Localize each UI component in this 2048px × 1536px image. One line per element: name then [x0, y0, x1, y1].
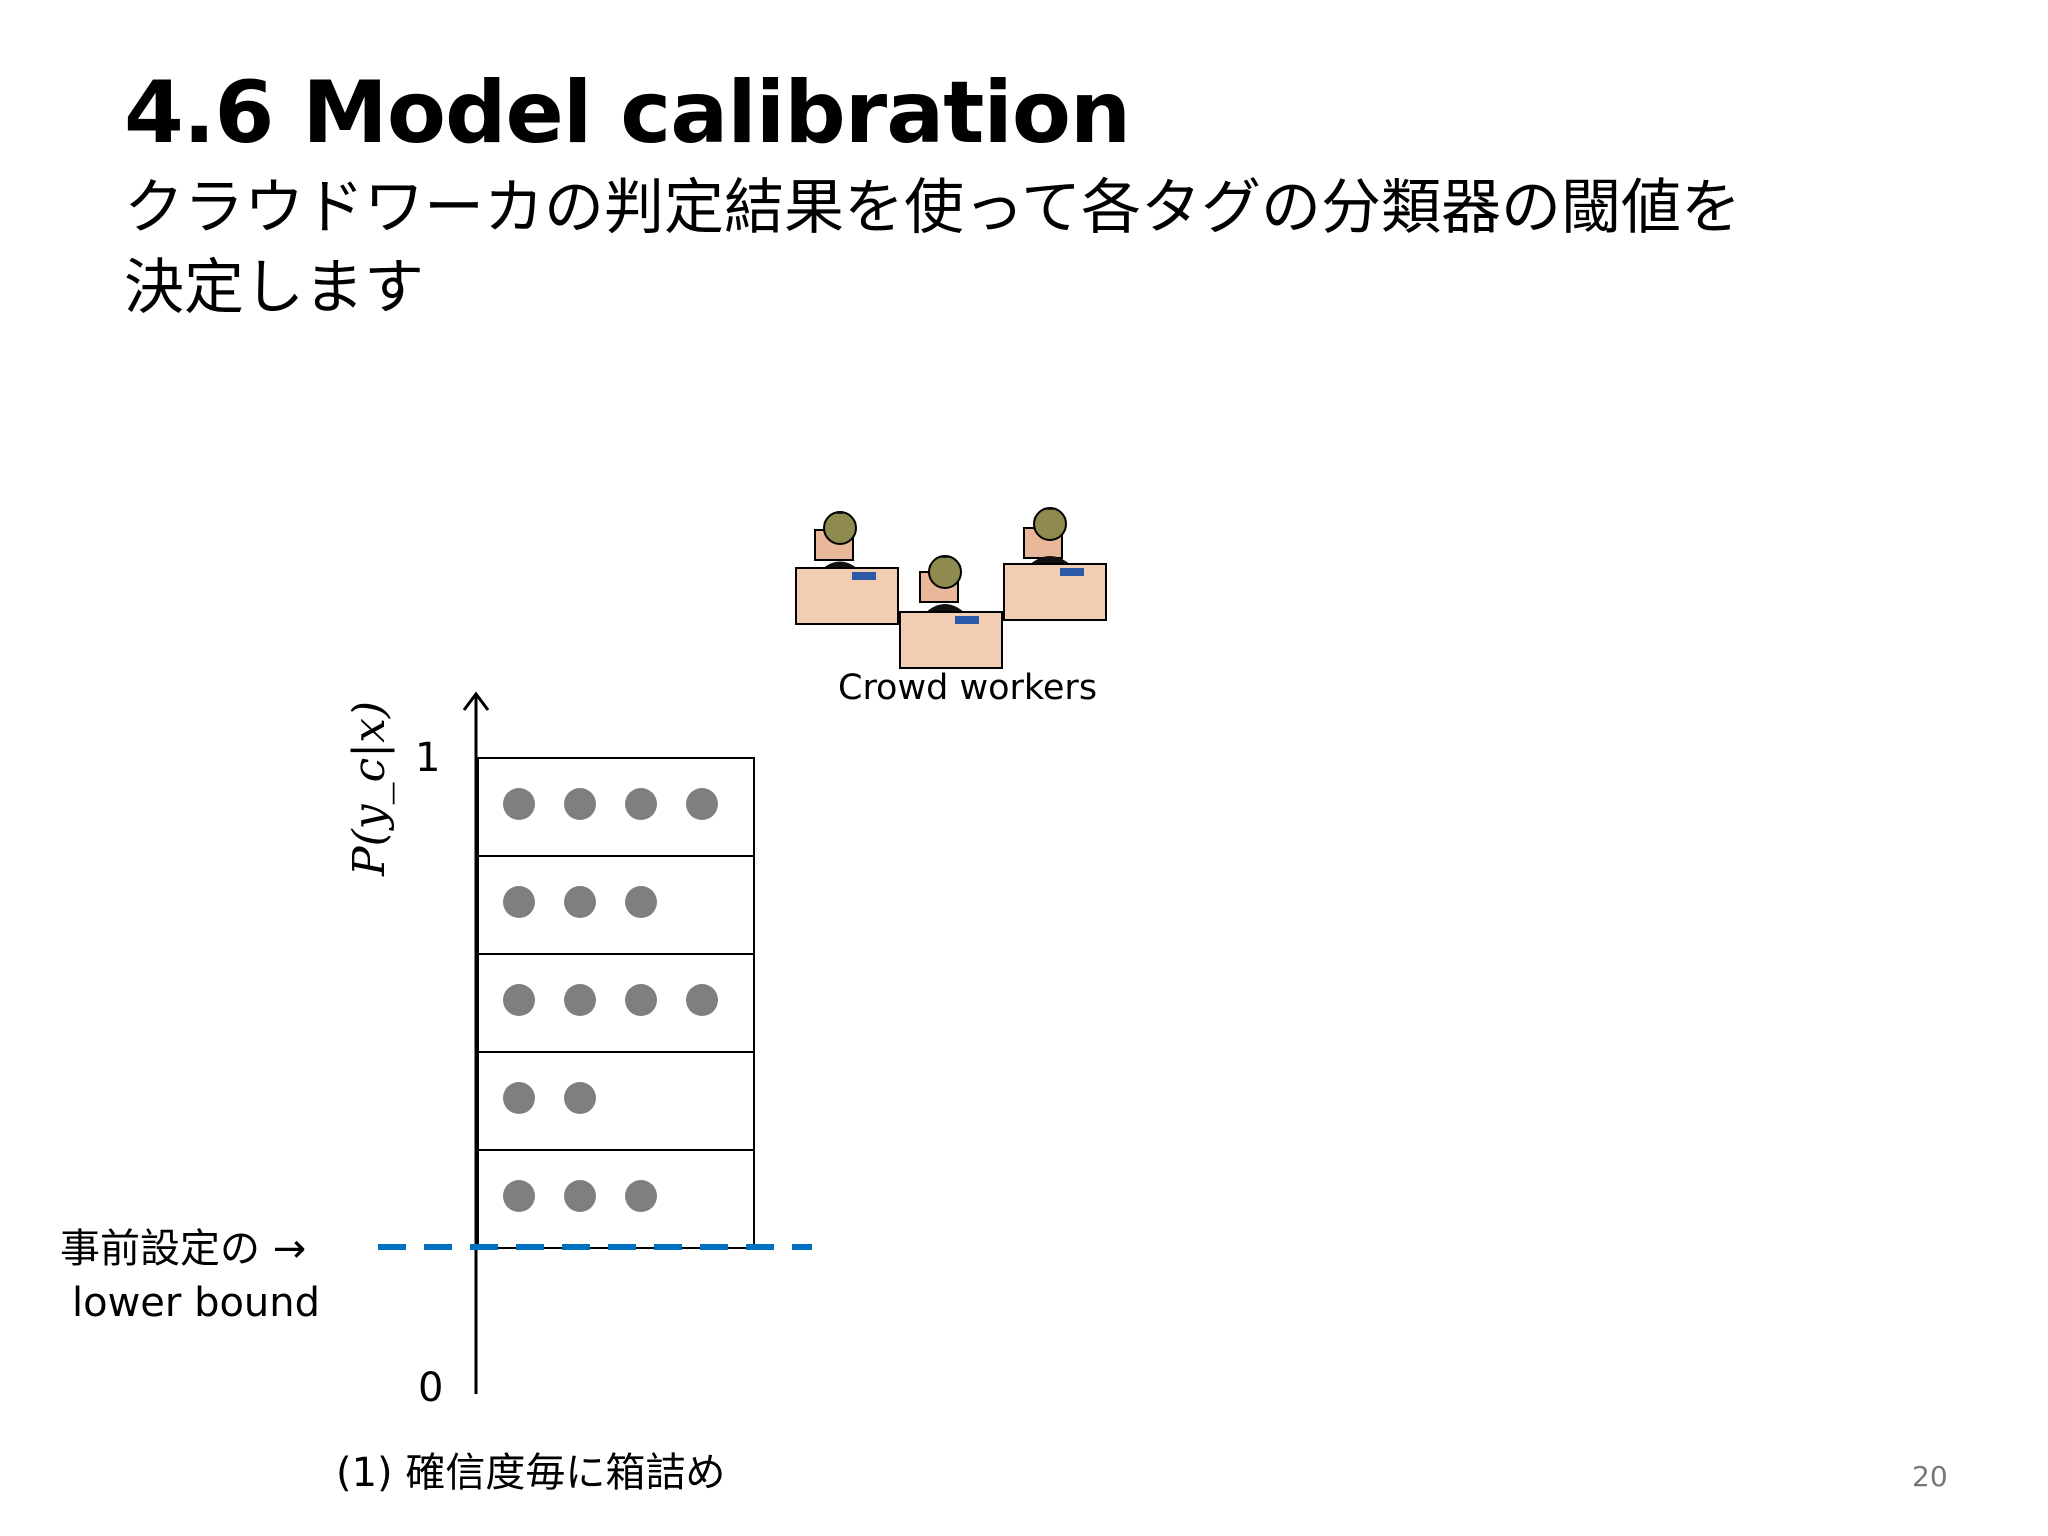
sample-dot [564, 788, 596, 820]
y-tick-bottom: 0 [418, 1365, 444, 1411]
crowd-workers-icon [795, 507, 1107, 669]
lower-bound-label-line-1: 事前設定の → [60, 1226, 307, 1272]
sample-dot [686, 984, 718, 1016]
y-tick-top: 1 [415, 735, 441, 781]
lower-bound-label-line-2: lower bound [72, 1280, 321, 1326]
y-axis-arrowhead [462, 691, 490, 711]
sample-dot [503, 788, 535, 820]
sample-dot [503, 886, 535, 918]
sample-dot [503, 984, 535, 1016]
sample-dot [503, 1082, 535, 1114]
sample-dot [625, 886, 657, 918]
slide-title: 4.6 Model calibration [124, 63, 1131, 163]
subtitle-line-2: 決定します [124, 253, 424, 323]
worker-left-icon [795, 511, 899, 625]
sample-dot [625, 788, 657, 820]
sample-dot [686, 788, 718, 820]
page-number: 20 [1912, 1460, 1948, 1493]
lower-bound-label: 事前設定の → lower bound [60, 1222, 320, 1330]
confidence-bins [477, 757, 755, 1249]
sample-dot [564, 984, 596, 1016]
sample-dot [625, 984, 657, 1016]
sample-dot [503, 1180, 535, 1212]
sample-dot [564, 1180, 596, 1212]
sample-dot [564, 886, 596, 918]
crowd-workers-label: Crowd workers [838, 668, 1098, 708]
subtitle-line-1: クラウドワーカの判定結果を使って各タグの分類器の閾値を [124, 173, 1741, 243]
worker-middle-icon [899, 555, 1003, 669]
worker-right-icon [1003, 507, 1107, 621]
sample-dot [625, 1180, 657, 1212]
slide-subtitle: クラウドワーカの判定結果を使って各タグの分類器の閾値を 決定します [124, 168, 1924, 328]
y-axis-label: P(y_c|x) [344, 700, 395, 876]
step-caption: (1) 確信度毎に箱詰め [336, 1450, 726, 1496]
sample-dot [564, 1082, 596, 1114]
